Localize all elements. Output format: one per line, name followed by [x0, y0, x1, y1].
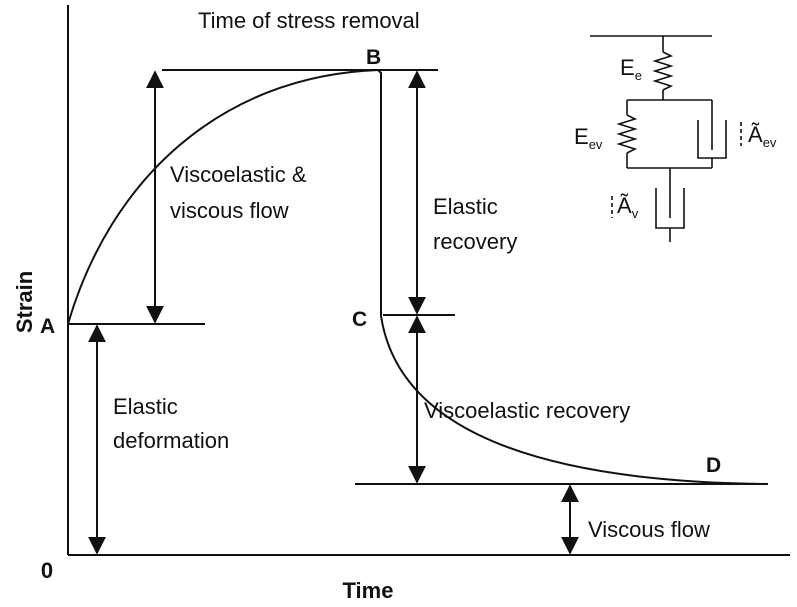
label-elastic-def-line2: deformation: [113, 428, 229, 453]
spring-Eev: [616, 114, 638, 154]
label-viscoelastic-line2: viscous flow: [170, 198, 289, 223]
label-viscoelastic-recovery: Viscoelastic recovery: [424, 398, 630, 423]
label-Aev: Ãev: [748, 122, 777, 150]
label-Ee: Ee: [620, 55, 642, 83]
x-axis-label: Time: [343, 578, 394, 603]
label-viscoelastic-line1: Viscoelastic &: [170, 162, 307, 187]
label-elastic-def-line1: Elastic: [113, 394, 178, 419]
label-elastic-recovery-line2: recovery: [433, 229, 517, 254]
label-viscous-flow: Viscous flow: [588, 517, 710, 542]
diagram-title: Time of stress removal: [198, 8, 420, 33]
y-axis-label: Strain: [12, 271, 37, 333]
elastic-recovery-drop: [377, 69, 382, 316]
burgers-model: [590, 35, 742, 242]
spring-Ee: [652, 51, 674, 91]
point-C: C: [352, 308, 367, 331]
label-Av: Ãv: [617, 193, 639, 221]
point-D: D: [706, 454, 721, 477]
origin-label: 0: [41, 558, 53, 583]
label-Eev: Eev: [574, 124, 603, 152]
label-elastic-recovery-line1: Elastic: [433, 194, 498, 219]
point-B: B: [366, 46, 381, 69]
recovery-curve: [380, 315, 769, 485]
point-A: A: [40, 315, 55, 338]
creep-curve: [67, 69, 379, 325]
